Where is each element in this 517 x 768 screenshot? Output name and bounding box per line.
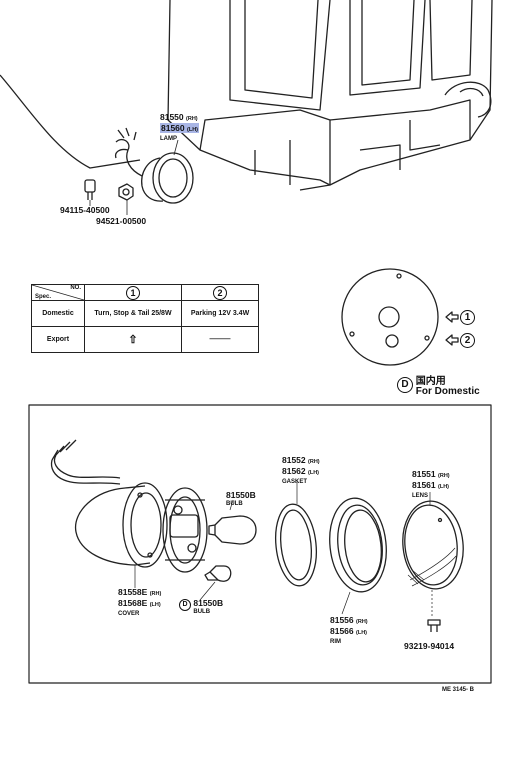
col2-circle: 2 (213, 285, 227, 300)
bulb-large (208, 515, 257, 545)
socket-plate (162, 487, 208, 573)
col1-circle: 1 (126, 285, 140, 300)
rim (329, 497, 387, 593)
lamp-rh-side: (RH) (186, 116, 198, 122)
callout-two: 2 (460, 333, 475, 348)
vehicle-rear-body (0, 0, 493, 191)
bulb-top-label: 81550B BULB (226, 490, 256, 508)
lamp-part-label: 81550 (RH) 81560 (LH) LAMP (160, 112, 200, 144)
lamp-lh-highlight: 81560 (LH) (160, 123, 200, 133)
domestic-note: D 国内用 For Domestic (397, 377, 480, 397)
wiring-harness (50, 439, 121, 485)
row-domestic-name: Domestic (31, 300, 85, 327)
callout-one: 1 (460, 310, 475, 325)
domestic-marker: D (397, 377, 413, 393)
row-export-c2: ——— (181, 326, 259, 353)
spec-table: NO. Spec. 1 2 Domestic Turn, Stop & Tail… (31, 284, 259, 353)
lens-label: 81551 (RH) 81561 (LH) LENS (412, 469, 450, 500)
rim-label: 81556 (RH) 81566 (LH) RIM (330, 615, 368, 646)
lamp-lh-side: (LH) (187, 127, 199, 133)
spec-header-cell: NO. Spec. (31, 284, 85, 301)
header-diagonal (32, 285, 84, 300)
lamp-lh-number: 81560 (161, 123, 185, 133)
diagram-code: ME 3145- B (442, 687, 475, 693)
row-export-c1: ⇧ (84, 326, 182, 353)
exploded-view-frame (28, 404, 492, 684)
lens (402, 500, 464, 590)
row-domestic-c1: Turn, Stop & Tail 25/8W (84, 300, 182, 327)
nut-label: 94521-00500 (96, 216, 147, 226)
housing-cover (74, 482, 168, 568)
bolt-and-nut (84, 179, 134, 201)
lamp-kind: LAMP (160, 136, 177, 142)
gasket-label: 81552 (RH) 81562 (LH) GASKET (282, 455, 320, 486)
row-domestic-c2: Parking 12V 3.4W (181, 300, 259, 327)
bolt-label: 94115-40500 (60, 205, 110, 215)
lamp-rh-number: 81550 (160, 112, 184, 122)
screw-label: 93219-94014 (404, 641, 455, 651)
header-spec: Spec. (35, 294, 52, 300)
domestic-english: For Domestic (415, 386, 480, 397)
bulb-small (204, 565, 232, 582)
gasket (275, 503, 317, 587)
row-export-name: Export (31, 326, 85, 353)
lens-face-diagram (341, 268, 459, 366)
domestic-japanese: 国内用 (415, 376, 446, 387)
bulb-bottom-label: D 81550B BULB (179, 599, 223, 617)
header-no: NO. (70, 285, 81, 291)
screw (427, 590, 441, 632)
col1-header: 1 (84, 284, 182, 301)
lamp-assembly-top (114, 127, 194, 204)
col2-header: 2 (181, 284, 259, 301)
cover-label: 81558E (RH) 81568E (LH) COVER (118, 587, 162, 618)
